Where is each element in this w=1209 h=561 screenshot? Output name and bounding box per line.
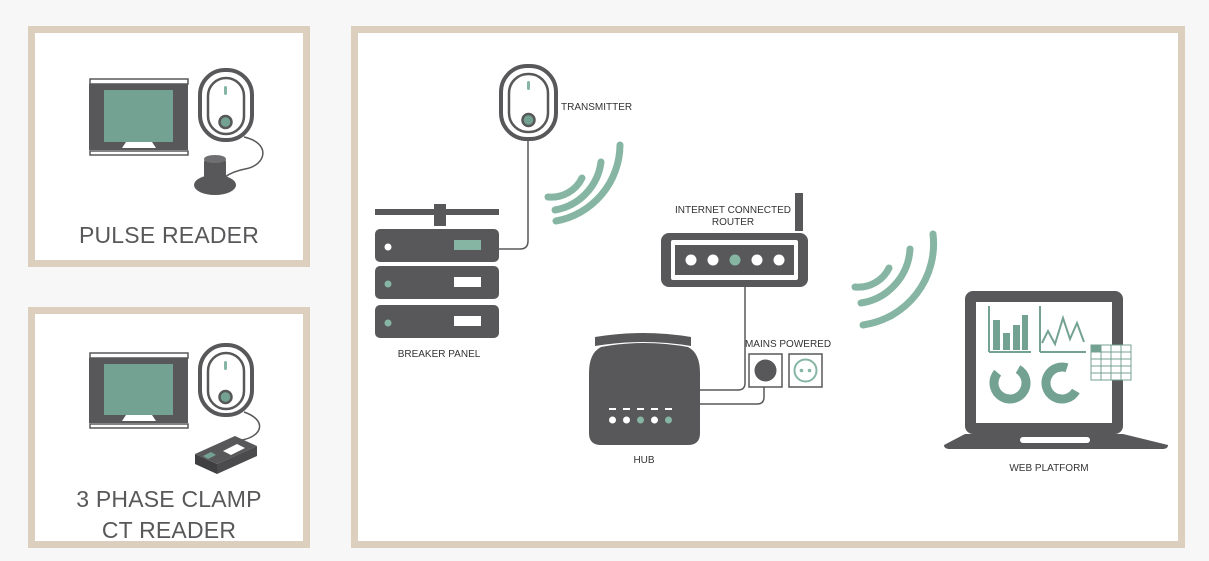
hub-power-cable [694,376,765,405]
wifi-signal-icon [544,141,624,225]
transmitter-icon [198,343,254,417]
router-label-line2: ROUTER [711,217,755,228]
clamp-cable [241,411,261,441]
ct-clamp-icon [195,436,257,474]
router-hub-cable [694,287,746,391]
line-chart-icon [1039,306,1086,353]
transmitter-label: TRANSMITTER [561,102,633,113]
spreadsheet-icon [1090,344,1132,381]
laptop-icon [944,291,1168,449]
transmitter-icon [499,64,558,141]
network-illustration [375,64,1168,449]
bar-chart-icon [988,306,1031,353]
clamp-reader-label-line2: CT READER [101,517,237,543]
router-label-line1: INTERNET CONNECTED [675,205,791,216]
transmitter-cable [498,139,529,250]
router-icon [661,193,808,287]
hub-label: HUB [633,455,655,466]
pulse-reader-panel: PULSE READER [28,26,310,267]
pulse-reader-illustration [89,68,264,195]
meter-icon [89,78,189,156]
mains-powered-label: MAINS POWERED [744,339,832,350]
power-socket-icon [748,353,823,388]
breaker-panel-icon [375,204,499,338]
breaker-panel-label: BREAKER PANEL [397,349,481,360]
pulse-reader-label: PULSE READER [78,222,260,248]
sensor-cable [224,136,264,178]
network-diagram-panel: TRANSMITTER BREAKER PANEL INTERNET CONNE… [351,26,1185,548]
clamp-reader-label-line1: 3 PHASE CLAMP [76,486,262,512]
wifi-signal-icon [851,230,938,329]
pulse-sensor-icon [194,155,236,195]
web-platform-label: WEB PLATFORM [1009,463,1089,474]
clamp-reader-illustration [89,343,261,474]
transmitter-icon [198,68,254,142]
meter-icon [89,352,189,429]
clamp-reader-panel: 3 PHASE CLAMP CT READER [28,307,310,548]
hub-icon [589,333,700,445]
